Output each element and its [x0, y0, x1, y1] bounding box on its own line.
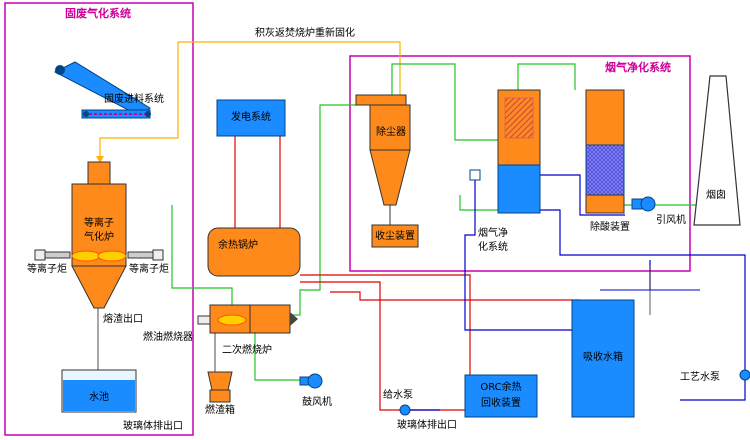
- secondary-combustor: [197, 304, 298, 334]
- absorb-tank-shape: [571, 299, 635, 418]
- gas-line-2: [290, 104, 356, 316]
- secondary-combustor-label: 二次燃烧炉: [222, 345, 272, 356]
- plasma-torch-left-label: 等离子炬: [27, 264, 67, 275]
- ash-return-line: [99, 41, 401, 160]
- gas-line-1: [171, 205, 233, 305]
- dust-collector: [355, 94, 419, 248]
- orc-label-1: ORC余热: [480, 382, 522, 393]
- power-gen-box: [216, 99, 286, 137]
- slag-outlet-label: 熔渣出口: [103, 314, 143, 325]
- slag-box-hopper: [207, 371, 233, 391]
- gasifier-label-1: 等离子: [84, 218, 114, 229]
- induced-fan-label: 引风机: [656, 215, 686, 226]
- chimney-label: 烟囱: [706, 190, 726, 201]
- blower-label: 鼓风机: [302, 397, 332, 408]
- flue-purify-label-2: 化系统: [478, 242, 508, 253]
- flue-purify-label-1: 烟气净: [478, 228, 508, 239]
- glass-outlet-left-label: 玻璃体排出口: [123, 421, 183, 432]
- glass-outlet-mid-label: 玻璃体排出口: [397, 420, 457, 431]
- gas-line-3: [391, 63, 500, 141]
- induced-fan-unit: [631, 196, 656, 212]
- plasma-gasifier: [34, 161, 164, 309]
- feed-pump-label: 给水泵: [383, 390, 413, 401]
- absorb-tank-label: 吸收水箱: [583, 352, 623, 363]
- solid-feed-unit: [53, 61, 151, 119]
- steam-line: [300, 274, 471, 385]
- gas-line-4: [517, 63, 576, 90]
- solid-feed-label: 固废进料系统: [104, 94, 164, 105]
- purification-frame: [349, 55, 691, 272]
- gasification-frame: [4, 2, 194, 436]
- orc-box: [464, 374, 538, 418]
- dust-collector-label: 除尘器: [376, 127, 406, 138]
- waste-heat-boiler: [207, 227, 301, 277]
- oil-burner-label: 燃油燃烧器: [143, 332, 193, 343]
- orc-label-2: 回收装置: [481, 398, 521, 409]
- system-label-purification: 烟气净化系统: [605, 61, 671, 74]
- chimney-shape: [693, 75, 741, 226]
- flue-purify-tower: [469, 89, 541, 214]
- gasifier-label-2: 气化炉: [84, 232, 114, 243]
- waste-heat-boiler-label: 余热锅炉: [218, 240, 258, 251]
- water-pool: [61, 369, 137, 413]
- power-gen-label: 发电系统: [231, 112, 271, 123]
- slag-box-label: 燃渣箱: [205, 405, 235, 416]
- air-line: [254, 330, 300, 381]
- system-label-gasification: 固废气化系统: [65, 7, 131, 20]
- feed-pump-icon: [399, 404, 411, 416]
- blower-unit: [299, 373, 323, 389]
- deacid-label: 除酸装置: [590, 222, 630, 233]
- ash-return-label: 积灰返焚烧炉重新固化: [255, 28, 355, 39]
- deacid-device: [585, 89, 625, 214]
- blue-line-1: [540, 209, 746, 370]
- process-pump-label: 工艺水泵: [680, 372, 720, 383]
- process-pump-icon: [739, 369, 750, 381]
- dust-collecting-label: 收尘装置: [375, 231, 415, 242]
- water-pool-label: 水池: [89, 392, 109, 403]
- plasma-torch-right-label: 等离子炬: [129, 264, 169, 275]
